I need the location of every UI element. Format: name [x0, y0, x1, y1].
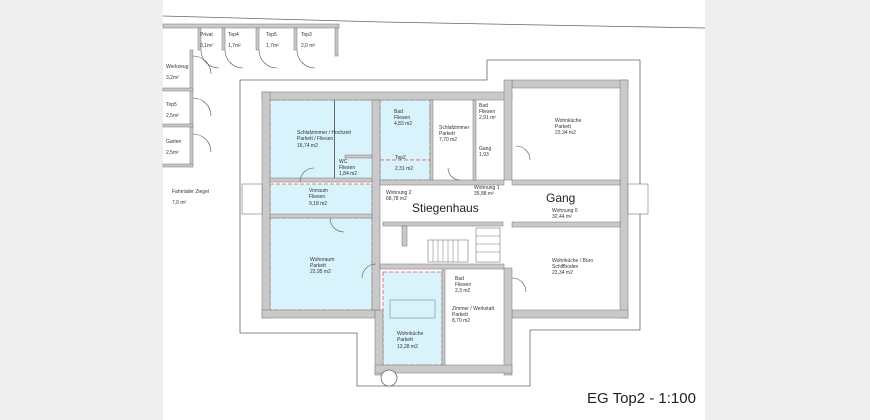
room-labels: Schlafzimmer / Hochzeit Parkett / Fliese…	[297, 103, 593, 350]
room-name: Schlafzimmer	[439, 125, 470, 131]
room-area: 8,70 m2	[452, 318, 470, 324]
storage-label: Top4	[228, 32, 239, 38]
storage-sheds	[162, 15, 706, 168]
unit-2-rooms	[269, 99, 443, 366]
storage-area: 3,1m²	[200, 43, 213, 49]
room-name: Zimmer / Werkstatt	[452, 306, 495, 312]
storage-label: Top3	[301, 32, 312, 38]
room-area: 23,34 m2	[552, 270, 573, 276]
room-floor: Schiffboden	[552, 264, 579, 270]
storage-labels: Privat 3,1m² Top4 1,7m² Top5 1,7m² Top3 …	[166, 32, 316, 206]
storage-label: Privat	[200, 32, 213, 38]
terrace-outline	[239, 59, 641, 387]
staircase	[427, 227, 501, 263]
room-area: 2,91 m²	[479, 115, 496, 121]
room-name: WC	[339, 159, 348, 165]
room-name: Schlafzimmer / Hochzeit	[297, 130, 352, 136]
room-area: 13,28 m2	[397, 344, 418, 350]
room-area: 22,95 m2	[310, 269, 331, 275]
room-floor: Fliesen	[309, 194, 325, 200]
storage-area: 2,5m²	[166, 113, 179, 119]
doors	[241, 145, 649, 387]
room-area: 1,84 m2	[339, 171, 357, 177]
room-area: 4,83 m2	[394, 121, 412, 127]
room-name: Gang	[479, 146, 491, 152]
storage-label: Top5	[266, 32, 277, 38]
room-name: Wohnraum	[310, 257, 334, 263]
unit-name: Wohnung 0	[552, 208, 578, 214]
unit-area: 32,44 m²	[552, 214, 572, 220]
unit-name: Wohnung 1	[474, 185, 500, 191]
storage-area: 2,0 m²	[301, 43, 316, 49]
storage-label: Fahrräder Ziegel	[172, 189, 209, 195]
room-floor: Fliesen	[339, 165, 355, 171]
room-floor: Parkett	[310, 263, 326, 269]
storage-area: 1,7m²	[228, 43, 241, 49]
corridor-label: Gang	[546, 191, 575, 205]
room-floor: Parkett / Fliesen	[297, 136, 333, 142]
unit-area: 68,78 m2	[386, 196, 407, 202]
storage-area: 1,7m²	[266, 43, 279, 49]
room-name: Wohnküche	[555, 118, 582, 124]
room-name: Top2	[395, 155, 406, 161]
room-floor: Parkett	[397, 337, 413, 343]
storage-label: Werkzeug	[166, 64, 189, 70]
storage-label: Garten	[166, 139, 182, 145]
room-name: Bad	[479, 103, 488, 109]
unit-area: 35,88 m²	[474, 191, 494, 197]
storage-area: 2,5m²	[166, 150, 179, 156]
room-floor: Fliesen	[479, 109, 495, 115]
room-name: Wohnküche	[397, 331, 424, 337]
room-floor: Parkett	[555, 124, 571, 130]
room-area: 9,18 m2	[309, 201, 327, 207]
room-name: Bad	[455, 276, 464, 282]
walls	[261, 79, 629, 376]
storage-area: 3,2m²	[166, 75, 179, 81]
room-floor: Parkett	[439, 131, 455, 137]
room-area: 23,34 m2	[555, 130, 576, 136]
room-name: Wohnküche / Büro	[552, 258, 593, 264]
room-name: Vorraum	[309, 188, 328, 194]
unit-labels: Wohnung 2 68,78 m2 Wohnung 1 35,88 m² Wo…	[386, 185, 578, 220]
room-area: 7,70 m2	[439, 137, 457, 143]
plan-title: EG Top2 - 1:100	[587, 390, 696, 407]
room-floor: Fliesen	[394, 115, 410, 121]
stairwell-label: Stiegenhaus	[412, 201, 479, 215]
room-area: 1,93	[479, 152, 489, 158]
room-name: Bad	[394, 109, 403, 115]
storage-label: Top5	[166, 102, 177, 108]
storage-area: 7,0 m²	[172, 200, 187, 206]
room-area: 2,3 m2	[455, 288, 471, 294]
room-area: 16,74 m2	[297, 143, 318, 149]
room-floor: Parkett	[452, 312, 468, 318]
unit-name: Wohnung 2	[386, 190, 412, 196]
room-floor: Fliesen	[455, 282, 471, 288]
room-area: 2,31 m2	[395, 166, 413, 172]
